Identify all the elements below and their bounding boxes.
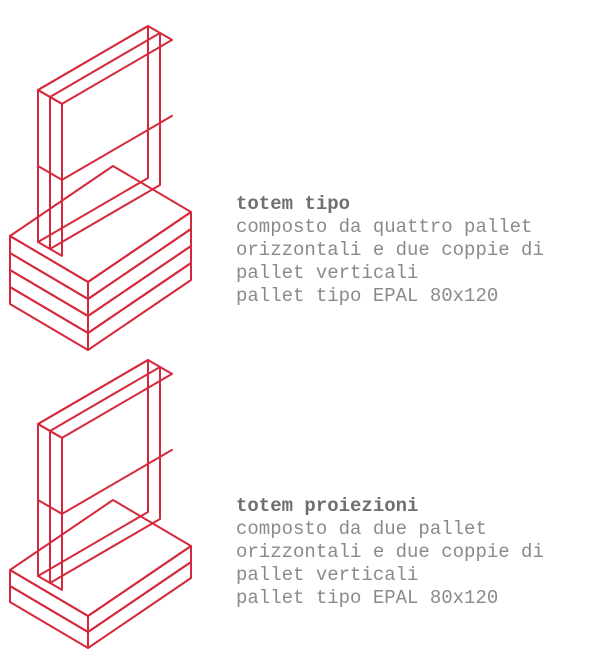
vertical-pallets xyxy=(37,25,173,257)
totem-proiezioni-line-3: pallet verticali xyxy=(236,564,419,586)
totem-proiezioni-line-4: pallet tipo EPAL 80x120 xyxy=(236,587,499,609)
vertical-pallets xyxy=(37,359,173,591)
vertical-pallets-mid-line xyxy=(37,448,173,515)
totem-tipo-drawing xyxy=(9,25,192,351)
base-top-face xyxy=(9,499,192,617)
vertical-pallets-mid-line xyxy=(37,114,173,181)
totem-proiezioni-title: totem proiezioni xyxy=(236,495,419,517)
horizontal-pallet-2-front-face xyxy=(9,585,89,649)
totem-proiezioni-caption: totem proiezioni composto da due pallet … xyxy=(236,495,606,610)
totem-tipo-caption: totem tipo composto da quattro pallet or… xyxy=(236,193,606,308)
vertical-pallets-top xyxy=(37,25,173,105)
totem-tipo-line-3: pallet verticali xyxy=(236,262,419,284)
base-top-face xyxy=(9,165,192,283)
totem-tipo-line-4: pallet tipo EPAL 80x120 xyxy=(236,285,499,307)
totem-proiezioni-line-2: orizzontali e due coppie di xyxy=(236,541,544,563)
horizontal-pallet-2 xyxy=(9,561,192,649)
totem-proiezioni-line-1: composto da due pallet xyxy=(236,518,487,540)
totem-tipo-line-1: composto da quattro pallet xyxy=(236,216,533,238)
totem-tipo-title: totem tipo xyxy=(236,193,351,215)
totem-proiezioni-drawing xyxy=(9,359,192,649)
vertical-pallet-pair-2-face xyxy=(49,31,161,250)
totem-tipo-line-2: orizzontali e due coppie di xyxy=(236,239,544,261)
horizontal-pallet-2-front-face xyxy=(9,252,89,317)
horizontal-pallet-4 xyxy=(9,262,192,351)
horizontal-pallet-3-front-face xyxy=(9,269,89,334)
vertical-pallets-top xyxy=(37,359,173,439)
horizontal-pallet-4-front-face xyxy=(9,286,89,351)
horizontal-pallet-2-side-face xyxy=(87,561,192,649)
horizontal-pallet-4-side-face xyxy=(87,262,192,351)
vertical-pallet-pair-2-face xyxy=(49,365,161,584)
